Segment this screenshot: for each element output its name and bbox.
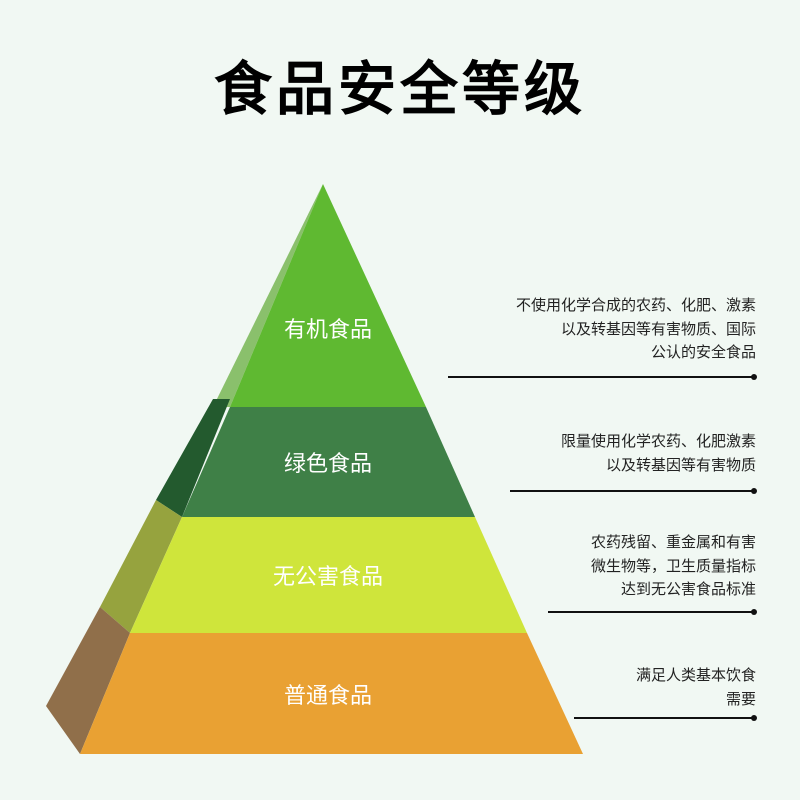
tier-green: 绿色食品 [156, 399, 475, 517]
tier-ordinary-description: 满足人类基本饮食 需要 [636, 664, 756, 711]
tier-pollution-free-side [100, 500, 182, 633]
tier-ordinary-side [46, 607, 130, 754]
tier-green-label: 绿色食品 [284, 452, 372, 477]
description-line: 满足人类基本饮食 [635, 666, 756, 684]
tier-organic-side [213, 184, 323, 407]
tier-organic: 有机食品 [213, 184, 426, 407]
tier-organic-face [230, 184, 426, 407]
tier-green-description: 限量使用化学农药、化肥激素 以及转基因等有害物质 [561, 430, 756, 477]
tier-green-side [156, 399, 230, 517]
description-line: 限量使用化学农药、化肥激素 [560, 432, 756, 450]
tier-pollution-free: 无公害食品 [100, 500, 527, 633]
tier-green-leader-line [510, 488, 757, 493]
description-line: 农药残留、重金属和有害 [590, 533, 756, 551]
description-line: 达到无公害食品标准 [620, 580, 756, 598]
tier-ordinary-leader-line [574, 715, 757, 720]
tier-ordinary-face [80, 633, 583, 754]
description-line: 微生物等，卫生质量指标 [590, 556, 756, 575]
tier-ordinary-label: 普通食品 [284, 684, 372, 709]
tier-organic-leader-line [448, 374, 757, 379]
description-line: 以及转基因等有害物质、国际 [560, 319, 756, 338]
description-line: 需要 [725, 689, 756, 708]
tier-green-face [182, 407, 475, 517]
tier-pollution-free-description: 农药残留、重金属和有害 微生物等，卫生质量指标 达到无公害食品标准 [591, 531, 756, 602]
tier-ordinary: 普通食品 [46, 607, 583, 754]
tier-pollution-free-leader-line [548, 609, 757, 614]
tier-pollution-free-face [130, 517, 527, 633]
description-line: 公认的安全食品 [650, 343, 756, 361]
description-line: 以及转基因等有害物质 [605, 455, 756, 474]
tier-pollution-free-label: 无公害食品 [273, 565, 383, 590]
tier-organic-description: 不使用化学合成的农药、化肥、激素 以及转基因等有害物质、国际 公认的安全食品 [516, 294, 756, 365]
tier-organic-label: 有机食品 [284, 318, 372, 343]
description-line: 不使用化学合成的农药、化肥、激素 [515, 296, 756, 314]
page-title: 食品安全等级 [213, 55, 586, 123]
